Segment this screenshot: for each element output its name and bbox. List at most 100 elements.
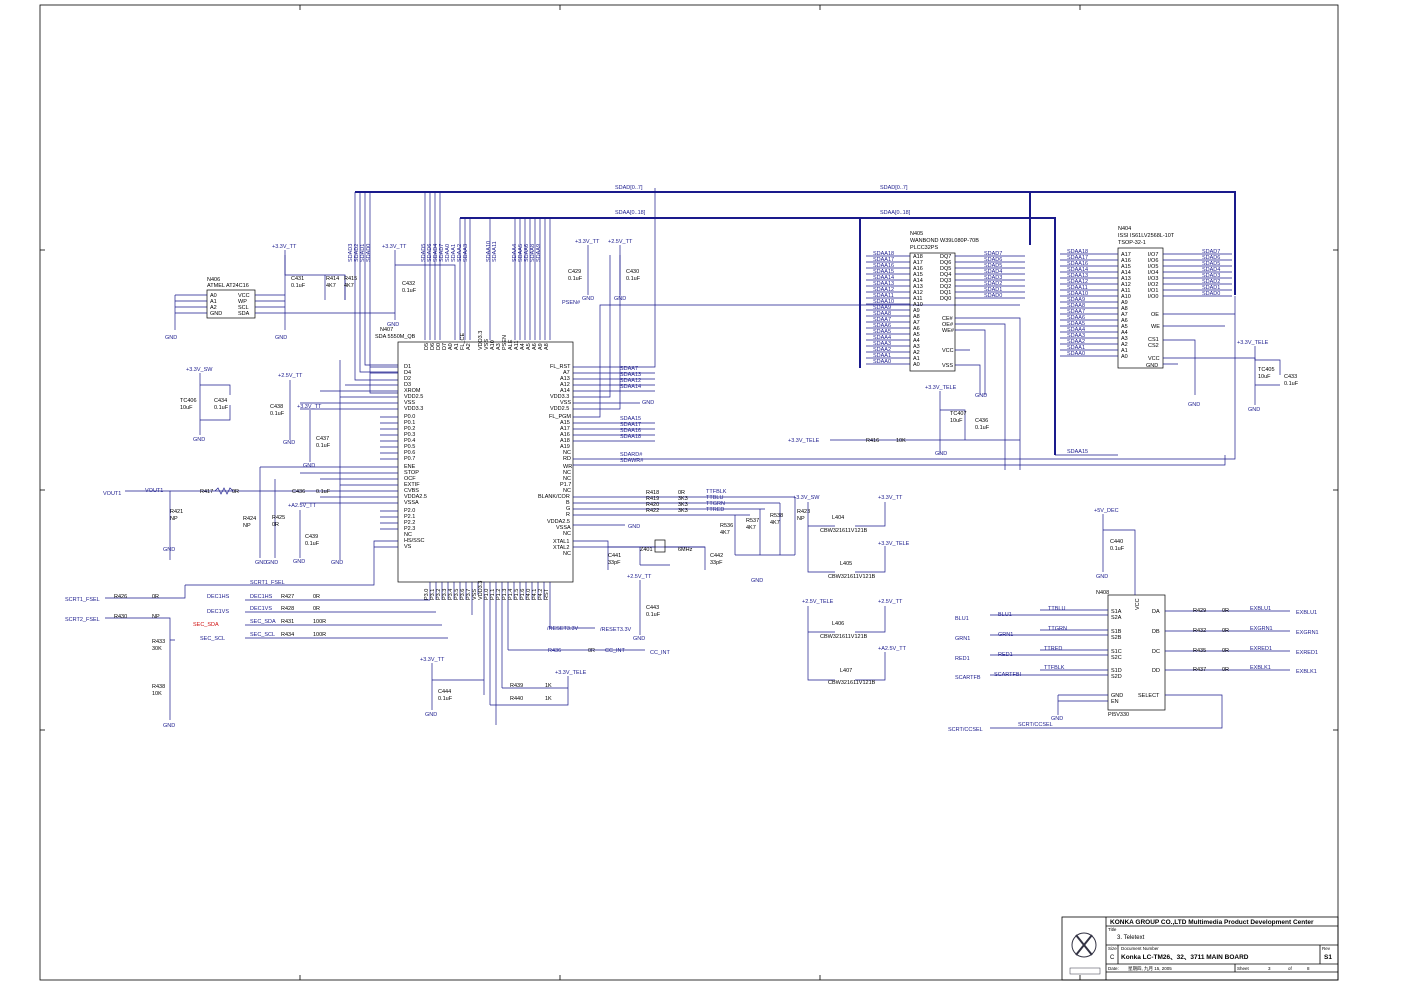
svg-text:OE: OE (1151, 312, 1159, 318)
n407-right-wires (573, 188, 1236, 555)
svg-text:C429: C429 (568, 269, 581, 275)
svg-text:R432: R432 (1193, 628, 1206, 634)
rail-33tt-1: +3.3V_TT (272, 244, 297, 250)
svg-text:0.1uF: 0.1uF (291, 283, 306, 289)
svg-text:SDAA14: SDAA14 (1067, 267, 1088, 273)
rail-33sw: +3.3V_SW (186, 367, 213, 373)
svg-text:A10: A10 (913, 302, 923, 308)
svg-text:S1B: S1B (1111, 629, 1122, 635)
rail-25tt-1: +2.5V_TT (608, 239, 633, 245)
svg-text:R435: R435 (1193, 648, 1206, 654)
svg-text:R415: R415 (344, 276, 357, 282)
svg-text:TTBLU: TTBLU (1048, 606, 1065, 612)
svg-text:VS: VS (404, 544, 412, 550)
address-bus-sdaa: SDAA[0..18] SDAA[0..18] (460, 210, 1056, 455)
svg-text:R537: R537 (746, 518, 759, 524)
svg-text:0.1uF: 0.1uF (402, 288, 417, 294)
svg-text:SDAD3: SDAD3 (348, 244, 354, 262)
svg-text:S2A: S2A (1111, 615, 1122, 621)
svg-text:GND: GND (293, 559, 305, 565)
svg-text:NC: NC (563, 531, 571, 537)
svg-text:R421: R421 (170, 509, 183, 515)
svg-text:10uF: 10uF (1258, 374, 1271, 380)
bus-taps (354, 192, 551, 394)
svg-text:CBW321611V121B: CBW321611V121B (828, 574, 876, 580)
svg-text:SDAA5: SDAA5 (1067, 321, 1085, 327)
svg-text:D0: D0 (436, 343, 442, 350)
n405-pkg: PLCC32PS (910, 245, 938, 251)
svg-text:NC: NC (563, 488, 571, 494)
svg-text:SDAA7: SDAA7 (873, 317, 891, 323)
svg-text:SDAA16: SDAA16 (1067, 261, 1088, 267)
svg-text:0R: 0R (152, 594, 159, 600)
svg-text:SDAA1: SDAA1 (873, 353, 891, 359)
svg-text:RED1: RED1 (998, 652, 1013, 658)
svg-text:DD: DD (1152, 668, 1160, 674)
svg-text:A14: A14 (913, 278, 923, 284)
svg-text:SDAA9: SDAA9 (873, 305, 891, 311)
svg-text:A0: A0 (448, 343, 454, 350)
svg-text:4K7: 4K7 (720, 530, 730, 536)
svg-text:A15: A15 (560, 420, 570, 426)
svg-text:EN: EN (1111, 699, 1119, 705)
svg-text:SDAD7: SDAD7 (1202, 249, 1220, 255)
svg-text:S2B: S2B (1111, 635, 1122, 641)
svg-text:EXBLK1: EXBLK1 (1250, 665, 1271, 671)
svg-text:P4.0: P4.0 (526, 589, 532, 600)
svg-text:ENE: ENE (404, 464, 416, 470)
svg-text:R434: R434 (281, 632, 294, 638)
svg-text:P0.4: P0.4 (404, 438, 415, 444)
svg-text:D1: D1 (404, 364, 411, 370)
bus-label-sdad-2: SDAD[0..7] (880, 185, 908, 191)
svg-text:SDAA2: SDAA2 (873, 347, 891, 353)
svg-text:SDAA5: SDAA5 (518, 244, 524, 262)
svg-text:33pF: 33pF (710, 560, 723, 566)
svg-text:CS2: CS2 (1148, 343, 1159, 349)
svg-text:A13: A13 (560, 376, 570, 382)
svg-text:R436: R436 (548, 648, 561, 654)
svg-text:SDAA6: SDAA6 (1067, 315, 1085, 321)
svg-text:VDDA2.5: VDDA2.5 (404, 494, 427, 500)
svg-text:+3.3V_TELE: +3.3V_TELE (555, 670, 587, 676)
n408-part: PI5V330 (1108, 712, 1129, 718)
svg-text:PSEN#: PSEN# (562, 300, 581, 306)
svg-text:SDAA15: SDAA15 (1067, 449, 1088, 455)
svg-text:L406: L406 (832, 621, 844, 627)
svg-text:A13: A13 (1121, 276, 1131, 282)
svg-text:A9: A9 (913, 308, 920, 314)
svg-text:FL_PGM: FL_PGM (549, 414, 571, 420)
svg-text:NP: NP (797, 516, 805, 522)
svg-text:GND: GND (628, 524, 640, 530)
svg-text:DQ2: DQ2 (940, 284, 951, 290)
svg-text:+3.3V_TELE: +3.3V_TELE (925, 385, 957, 391)
svg-text:P0.7: P0.7 (404, 456, 415, 462)
svg-text:P2.2: P2.2 (404, 520, 415, 526)
svg-text:A4: A4 (913, 338, 920, 344)
svg-text:GND: GND (303, 463, 315, 469)
n404-part: ISSI IS61LV2568L-10T (1118, 233, 1175, 239)
rail-a25tt: +A2.5V_TT (288, 503, 317, 509)
svg-text:L405: L405 (840, 561, 852, 567)
svg-text:CC_INT: CC_INT (605, 648, 626, 654)
svg-text:P4.1: P4.1 (532, 589, 538, 600)
svg-text:SDAA11: SDAA11 (1067, 285, 1088, 291)
svg-text:A4: A4 (1121, 330, 1128, 336)
svg-text:100R: 100R (313, 632, 326, 638)
svg-text:SDAD1: SDAD1 (984, 287, 1002, 293)
svg-text:SDAA4: SDAA4 (873, 335, 891, 341)
svg-text:GND: GND (1096, 574, 1108, 580)
svg-text:A3: A3 (913, 344, 920, 350)
svg-text:P1.3: P1.3 (502, 589, 508, 600)
svg-text:D3: D3 (404, 382, 411, 388)
svg-text:NP: NP (243, 523, 251, 529)
svg-text:0.1uF: 0.1uF (316, 443, 331, 449)
svg-text:A4: A4 (520, 343, 526, 350)
revision: S1 (1324, 954, 1332, 961)
svg-text:0.1uF: 0.1uF (646, 612, 661, 618)
svg-text:VSSA: VSSA (404, 500, 419, 506)
svg-text:+3.3V_TELE: +3.3V_TELE (878, 541, 910, 547)
svg-text:VCC: VCC (1148, 356, 1160, 362)
svg-text:SDAD4: SDAD4 (1202, 267, 1220, 273)
svg-text:SDAD5: SDAD5 (984, 263, 1002, 269)
